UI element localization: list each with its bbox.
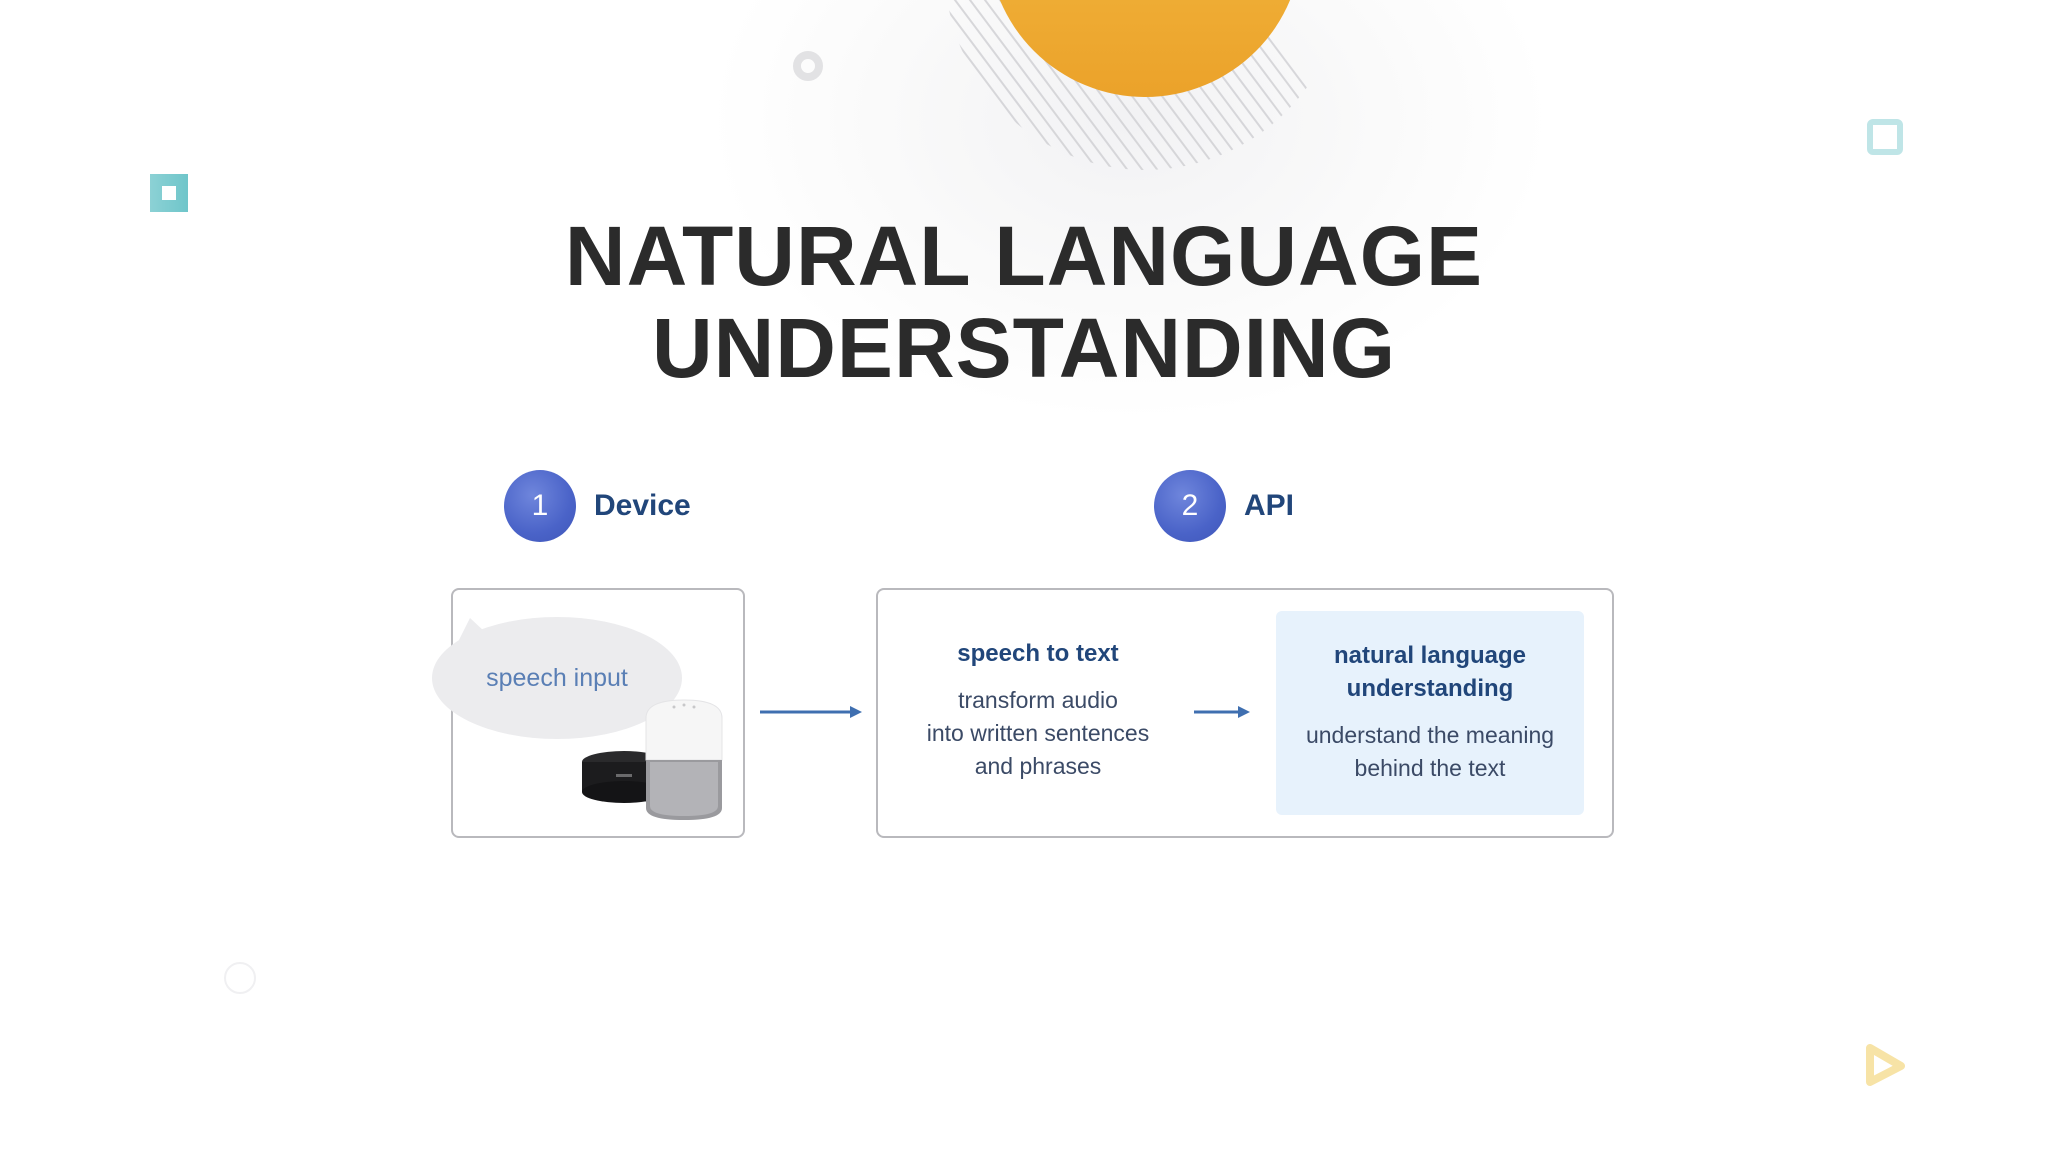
white-circle-icon [224, 962, 256, 994]
step-number-badge: 1 [504, 470, 576, 542]
nlu-title-line-2: understanding [1346, 675, 1514, 702]
yellow-triangle-icon [1866, 1044, 1905, 1086]
speech-to-text-title: speech to text [957, 640, 1119, 667]
step-device: 1 Device [504, 470, 691, 542]
speech-to-text-line-2: into written sentences [926, 720, 1150, 746]
nlu-panel: natural language understanding understan… [1276, 611, 1584, 815]
teal-square-icon [150, 174, 188, 212]
teal-square-icon-faded [1867, 119, 1903, 155]
step-number-badge: 2 [1154, 470, 1226, 542]
title-line-2: UNDERSTANDING [651, 301, 1397, 395]
speech-to-text-block: speech to text transform audio into writ… [900, 640, 1176, 783]
speech-bubble-text: speech input [486, 663, 628, 692]
step-label-api: API [1244, 489, 1295, 522]
orange-sun-circle [999, 0, 1291, 97]
smart-speaker-icon [582, 699, 723, 820]
grey-ring-icon [793, 51, 823, 81]
arrow-right-icon [760, 706, 862, 718]
page-title: NATURAL LANGUAGE UNDERSTANDING [0, 210, 2048, 394]
step-api: 2 API [1154, 470, 1294, 542]
speech-to-text-line-1: transform audio [958, 687, 1118, 713]
nlu-title: natural language understanding [1276, 639, 1584, 705]
nlu-text-line-2: behind the text [1354, 755, 1506, 781]
title-line-1: NATURAL LANGUAGE [564, 209, 1484, 303]
step-label-device: Device [594, 489, 691, 522]
arrow-right-icon [1194, 706, 1250, 718]
speech-to-text-line-3: and phrases [974, 753, 1102, 779]
nlu-title-line-1: natural language [1333, 642, 1527, 669]
nlu-text-line-1: understand the meaning [1305, 722, 1555, 748]
speech-bubble: speech input [432, 617, 682, 739]
